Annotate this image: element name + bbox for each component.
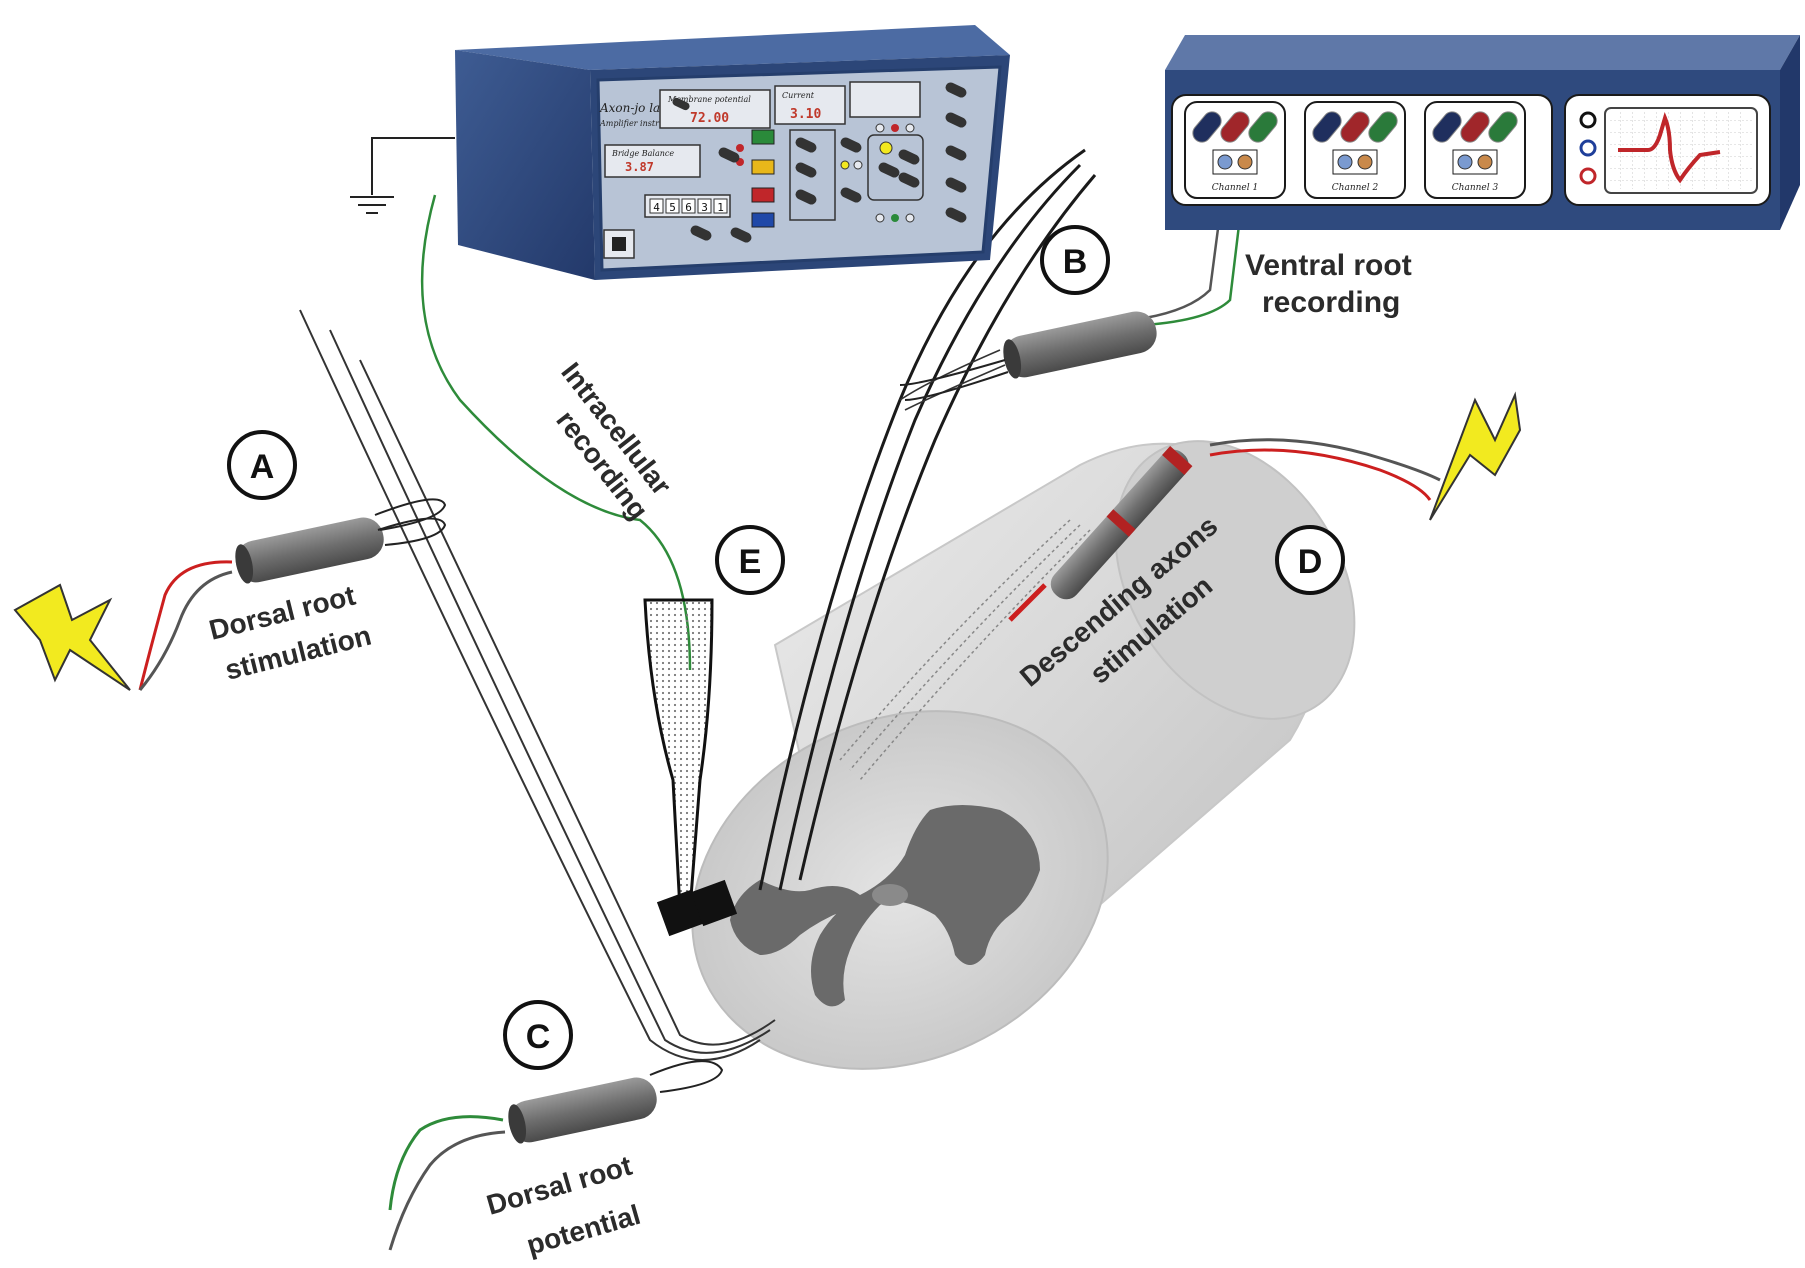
- label-dorsal-root-stimulation: Dorsal root stimulation: [206, 580, 374, 686]
- dorsal-stimulation-electrode: [235, 498, 447, 584]
- amplifier-subtitle: Amplifier instrumnt: [599, 119, 681, 128]
- counter-digit-box: [649, 198, 664, 214]
- oscilloscope-trace-icon: [1618, 112, 1721, 184]
- channel-input-knob: [1220, 111, 1250, 143]
- marker-c: C: [503, 1000, 573, 1070]
- dorsal-root-fibers: [299, 309, 776, 1061]
- ground-connection: [350, 137, 455, 214]
- display-1-caption: Membrane potential: [667, 95, 751, 104]
- display-3-value: 3.87: [625, 160, 654, 174]
- marker-e: E: [715, 525, 785, 595]
- marker-c-letter: C: [526, 1018, 551, 1056]
- marker-b: B: [1040, 225, 1110, 295]
- intracellular-wire: [420, 194, 692, 671]
- marker-d: D: [1275, 525, 1345, 595]
- label-intracellular-recording: Intracellular recording: [550, 357, 677, 526]
- descending-axon-fibers: [839, 519, 1091, 781]
- channel-connector: [1357, 154, 1373, 170]
- channel-connector: [1457, 154, 1473, 170]
- counter-digit: 4: [653, 201, 660, 214]
- channel-connector: [1477, 154, 1493, 170]
- intracellular-micropipette: [643, 598, 738, 937]
- channel-input-knob: [1312, 111, 1342, 143]
- channel-label: Channel 2: [1332, 183, 1379, 193]
- counter-digit-box: [713, 198, 728, 214]
- channel-input-knob: [1340, 111, 1370, 143]
- counter-digit: 3: [701, 201, 708, 214]
- channel-input-knob: [1488, 111, 1518, 143]
- descending-stimulation-electrode: [1008, 446, 1193, 622]
- display-2-caption: Current: [782, 91, 815, 100]
- label-drp-line2: potential: [523, 1199, 644, 1261]
- display-2-value: 3.10: [790, 107, 821, 122]
- channel-label: Channel 3: [1452, 183, 1499, 193]
- channel-connector: [1217, 154, 1233, 170]
- counter-digit-box: [681, 198, 696, 214]
- amplifier-device: Axon-jo labor Amplifier instrumnt Membra…: [455, 25, 1010, 280]
- lightning-bolt-icon: [1429, 391, 1522, 521]
- recorder-oscilloscope: Channel 1 Channel 2 Channel 3: [1165, 35, 1800, 230]
- label-ventral-line2: recording: [1262, 286, 1400, 319]
- channel-input-knob: [1368, 111, 1398, 143]
- display-1-value: 72.00: [690, 111, 729, 126]
- label-ventral-line1: Ventral root: [1245, 249, 1412, 282]
- display-3-caption: Bridge Balance: [611, 149, 674, 158]
- counter-digit: 5: [669, 201, 676, 214]
- marker-d-letter: D: [1298, 543, 1323, 581]
- ground-symbol-icon: [350, 196, 394, 214]
- ventral-recording-electrode: [899, 311, 1157, 401]
- marker-a: A: [227, 430, 297, 500]
- marker-a-letter: A: [250, 448, 275, 486]
- drp-recording-electrode: [508, 1060, 724, 1144]
- lightning-bolt-icon: [13, 583, 131, 691]
- marker-b-letter: B: [1063, 243, 1088, 281]
- channel-input-knob: [1248, 111, 1278, 143]
- label-ventral-root-recording: Ventral root recording: [1245, 249, 1412, 319]
- channel-input-knob: [1460, 111, 1490, 143]
- counter-digit: 6: [685, 201, 692, 214]
- marker-e-letter: E: [739, 543, 762, 581]
- grey-matter: [730, 805, 1040, 1007]
- counter-digit: 1: [717, 201, 724, 214]
- label-dorsal-root-potential: Dorsal root potential: [483, 1150, 644, 1261]
- channel-connector: [1337, 154, 1353, 170]
- channel-label: Channel 1: [1212, 183, 1258, 193]
- channel-connector: [1237, 154, 1253, 170]
- spinal-cord: [691, 440, 1356, 1070]
- counter-digit-box: [697, 198, 712, 214]
- counter-digit-box: [665, 198, 680, 214]
- channel-input-knob: [1432, 111, 1462, 143]
- channel-input-knob: [1192, 111, 1222, 143]
